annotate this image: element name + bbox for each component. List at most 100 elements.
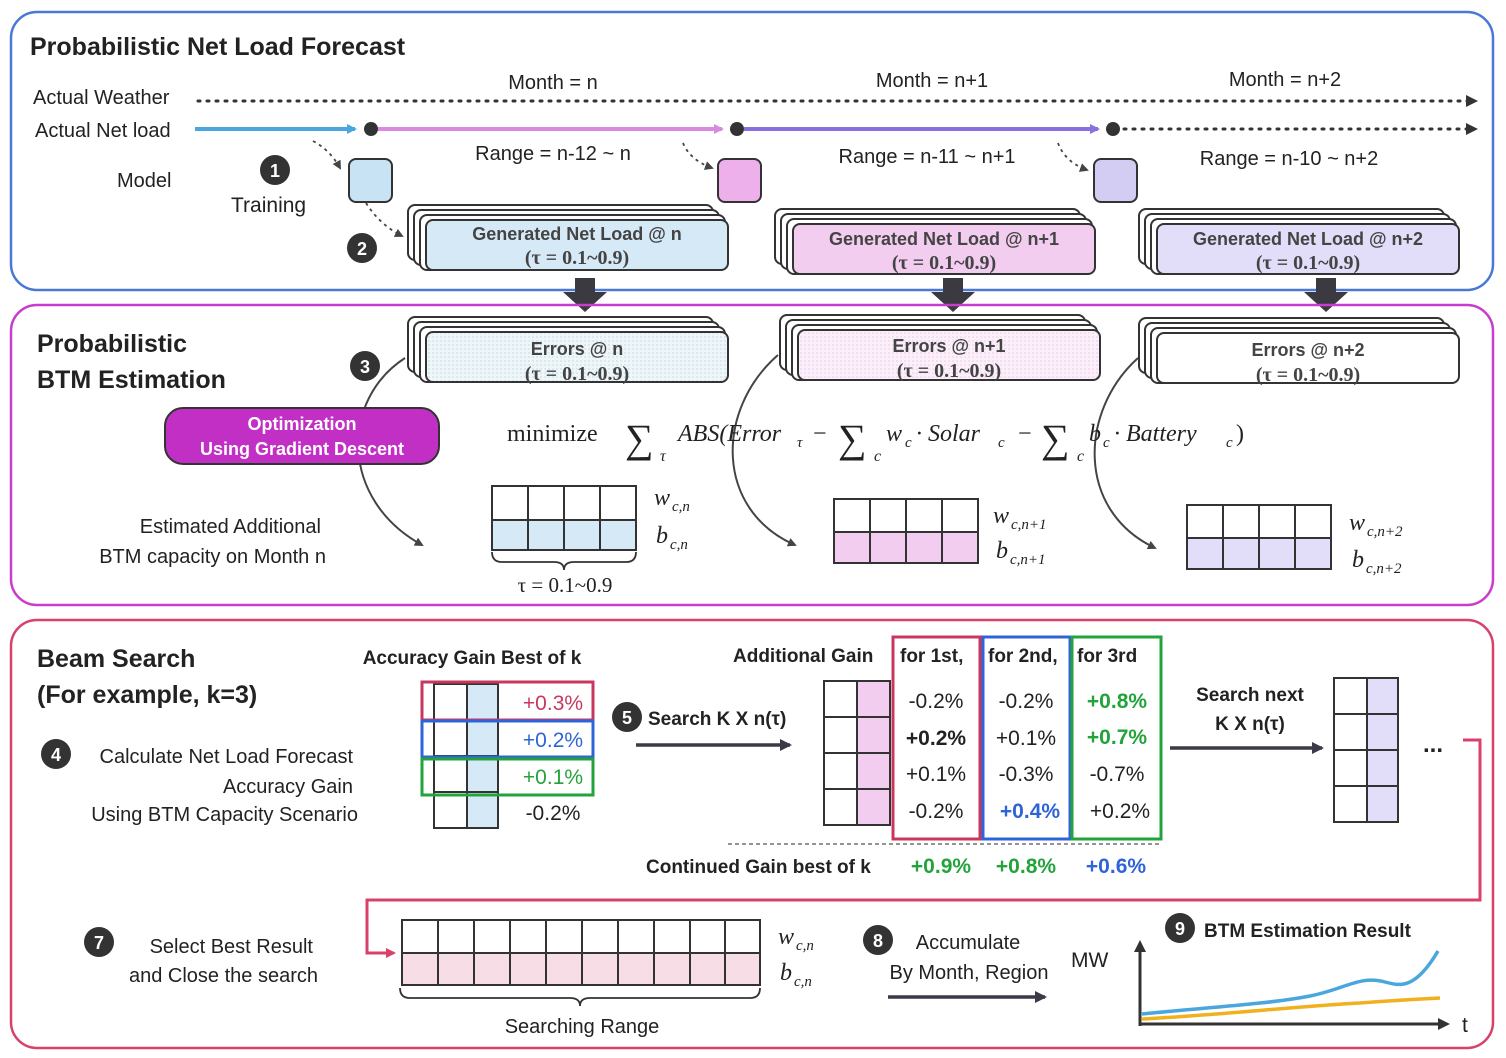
continue-connector <box>365 738 1482 958</box>
step-8-number: 8 <box>873 931 883 951</box>
ellipsis: ... <box>1423 731 1443 758</box>
train-connector-2 <box>682 142 714 170</box>
generated-n1-label: Generated Net Load @ n+1 <box>829 229 1059 249</box>
c1-r4: -0.2% <box>909 800 964 823</box>
svg-text:∑: ∑ <box>1041 416 1070 461</box>
generated-stack-n2: Generated Net Load @ n+2 (τ = 0.1~0.9) <box>1138 208 1460 275</box>
accumulate-line2: By Month, Region <box>890 962 1049 984</box>
generated-stack-n: Generated Net Load @ n (τ = 0.1~0.9) <box>407 204 729 271</box>
model-box-n <box>348 158 393 203</box>
svg-text:c: c <box>905 435 912 451</box>
svg-text:c,n+1: c,n+1 <box>1011 517 1047 533</box>
svg-text:b: b <box>1089 421 1101 447</box>
errors-n1-label: Errors @ n+1 <box>892 336 1005 356</box>
svg-text:τ: τ <box>660 448 667 465</box>
step-2-number: 2 <box>357 239 367 259</box>
svg-text:ABS(Error: ABS(Error <box>676 421 782 447</box>
generated-n1-tau: (τ = 0.1~0.9) <box>892 252 996 274</box>
svg-text:· Battery: · Battery <box>1114 421 1197 447</box>
result-mini-chart <box>1134 940 1450 1030</box>
capacity-table-n <box>491 485 637 551</box>
actual-net-load-label: Actual Net load <box>35 120 171 142</box>
continued-label: Continued Gain best of k <box>646 857 871 878</box>
col-box-2nd <box>981 635 1072 841</box>
c1-r3: +0.1% <box>906 763 966 786</box>
generated-n2-label: Generated Net Load @ n+2 <box>1193 229 1423 249</box>
c2-r4: +0.4% <box>1000 800 1060 823</box>
select-line1: Select Best Result <box>150 936 314 958</box>
col-header-3: for 3rd <box>1077 646 1137 667</box>
svg-text:· Solar: · Solar <box>916 421 981 447</box>
svg-text:c,n+2: c,n+2 <box>1366 561 1402 577</box>
step-4-badge <box>41 739 71 769</box>
col-header-2: for 2nd, <box>988 646 1058 667</box>
wb-labels-n1: w c,n+1 b c,n+1 <box>993 503 1047 568</box>
errors-n-label: Errors @ n <box>531 339 624 359</box>
netload-arrow-head <box>1466 123 1478 135</box>
beam-title-line2: (For example, k=3) <box>37 681 257 709</box>
svg-text:c: c <box>1077 448 1084 465</box>
c3-r3: -0.7% <box>1090 763 1145 786</box>
step-2-badge <box>347 233 377 263</box>
c1-r2: +0.2% <box>906 727 966 750</box>
range-n-label: Range = n-12 ~ n <box>475 143 631 165</box>
capacity-table-n1 <box>833 498 979 564</box>
range-n2-label: Range = n-10 ~ n+2 <box>1200 148 1378 170</box>
c2-r1: -0.2% <box>999 690 1054 713</box>
c1-r1: -0.2% <box>909 690 964 713</box>
result-curve-orange <box>1141 996 1441 1021</box>
actual-weather-label: Actual Weather <box>33 87 170 109</box>
svg-text:c,n: c,n <box>672 499 690 515</box>
range-n1-label: Range = n-11 ~ n+1 <box>839 146 1016 168</box>
wb-labels-n2: w c,n+2 b c,n+2 <box>1349 510 1403 577</box>
col-box-1st <box>891 635 982 841</box>
optim-curve-n1 <box>731 354 797 547</box>
down-arrow-n1 <box>931 278 975 312</box>
errors-n-tau: (τ = 0.1~0.9) <box>525 363 629 385</box>
continued-1: +0.9% <box>911 855 971 878</box>
svg-text:w: w <box>1349 510 1365 536</box>
result-title: BTM Estimation Result <box>1204 921 1412 942</box>
col-header-1: for 1st, <box>900 646 963 667</box>
beam-panel <box>9 618 1495 1050</box>
model-box-n1 <box>717 158 762 203</box>
svg-text:c: c <box>998 435 1005 451</box>
generated-n-label: Generated Net Load @ n <box>472 224 682 244</box>
c3-r1: +0.8% <box>1087 690 1147 713</box>
forecast-panel <box>9 10 1495 292</box>
optimization-line2: Using Gradient Descent <box>200 439 404 459</box>
search-next-line2: K X n(τ) <box>1215 714 1285 735</box>
train-connector-1 <box>312 140 341 170</box>
best-result-table <box>401 919 761 986</box>
wb-labels-final: w c,n b c,n <box>778 924 814 990</box>
gain-2: +0.2% <box>523 729 583 752</box>
step-7-number: 7 <box>94 933 104 953</box>
svg-text:−: − <box>813 421 827 447</box>
timeline-node-3 <box>1106 122 1120 136</box>
estimated-line2: BTM capacity on Month n <box>99 546 326 568</box>
month-n1-label: Month = n+1 <box>876 70 988 92</box>
tau-range-label: τ = 0.1~0.9 <box>518 573 613 597</box>
gain-4: -0.2% <box>526 802 581 825</box>
svg-text:b: b <box>1352 547 1364 573</box>
btm-title-line2: BTM Estimation <box>37 366 226 394</box>
errors-n1-tau: (τ = 0.1~0.9) <box>897 360 1001 382</box>
btm-panel <box>9 303 1495 607</box>
select-line2: and Close the search <box>129 965 318 987</box>
step-9-badge <box>1165 913 1195 943</box>
svg-text:w: w <box>654 485 670 511</box>
continued-2: +0.8% <box>996 855 1056 878</box>
c3-r2: +0.7% <box>1087 726 1147 749</box>
svg-text:∑: ∑ <box>838 416 867 461</box>
search-k-label: Search K X n(τ) <box>648 709 786 730</box>
col-box-3rd <box>1070 635 1163 841</box>
tau-brace <box>491 551 637 571</box>
svg-text:w: w <box>993 503 1009 529</box>
month-n2-label: Month = n+2 <box>1229 69 1341 91</box>
optim-curve-n2 <box>1093 357 1157 550</box>
estimated-line1: Estimated Additional <box>140 516 321 538</box>
svg-text:b: b <box>780 960 792 986</box>
step-7-badge <box>84 927 114 957</box>
model-label: Model <box>117 170 171 192</box>
